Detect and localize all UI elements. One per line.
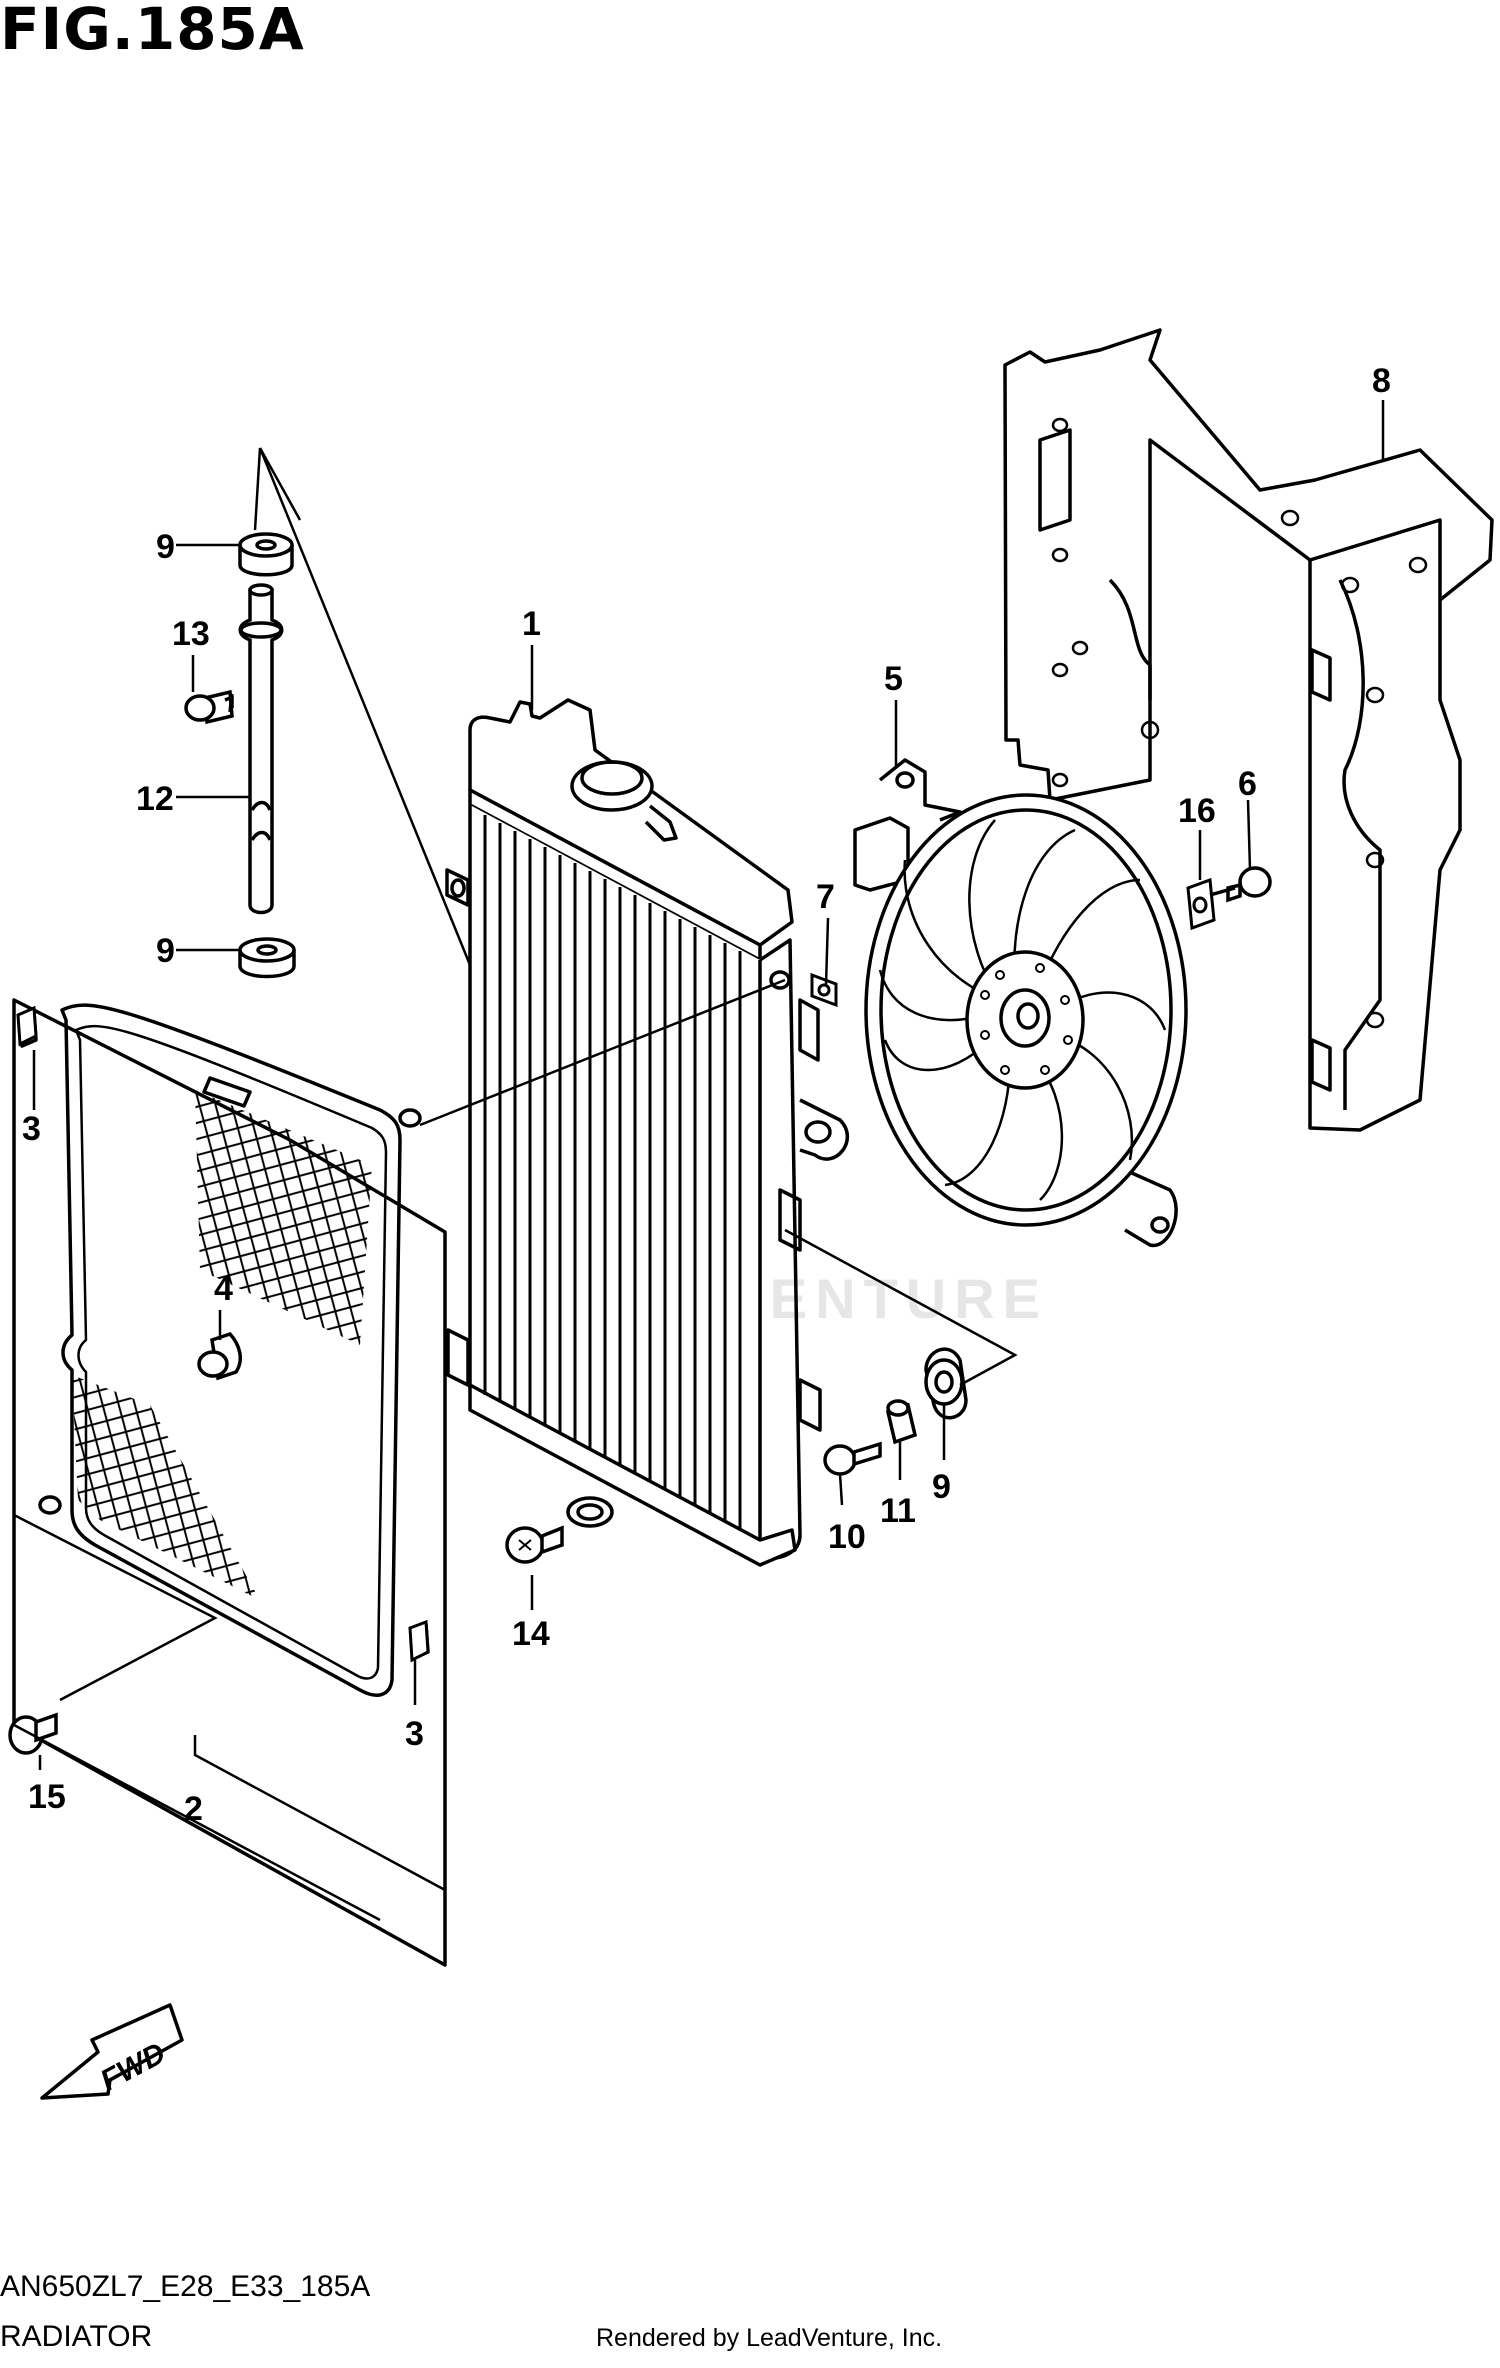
leader-lines bbox=[13, 400, 1385, 1922]
callout-8: 8 bbox=[1372, 362, 1391, 400]
grommet-9-right bbox=[924, 1347, 968, 1420]
bolt-6 bbox=[1209, 866, 1272, 903]
model-code: AN650ZL7_E28_E33_185A bbox=[0, 2270, 371, 2303]
mounting-pin bbox=[238, 583, 284, 915]
callout-14: 14 bbox=[512, 1615, 550, 1653]
cushion-4 bbox=[197, 1331, 242, 1381]
callout-12: 12 bbox=[136, 780, 174, 818]
callout-15: 15 bbox=[28, 1778, 66, 1816]
callout-9-bottom: 9 bbox=[156, 932, 175, 970]
fan-shroud-bracket bbox=[1003, 328, 1494, 1132]
screw-15 bbox=[8, 1712, 58, 1755]
rendered-by-credit: Rendered by LeadVenture, Inc. bbox=[596, 2324, 943, 2352]
callout-4: 4 bbox=[214, 1270, 233, 1308]
collar-11 bbox=[885, 1399, 918, 1445]
callout-5: 5 bbox=[884, 660, 903, 698]
bolt-10 bbox=[823, 1441, 882, 1476]
fwd-arrow-icon: FWD bbox=[40, 2003, 184, 2100]
grommet-9-top bbox=[238, 532, 294, 577]
callout-7: 7 bbox=[816, 878, 835, 916]
callout-3-right: 3 bbox=[405, 1715, 424, 1753]
cooling-fan bbox=[853, 758, 1188, 1247]
callout-13: 13 bbox=[172, 615, 210, 653]
callout-1: 1 bbox=[522, 605, 541, 643]
clip-7 bbox=[810, 972, 838, 1008]
callout-9-top: 9 bbox=[156, 528, 175, 566]
callout-11: 11 bbox=[880, 1492, 916, 1530]
callout-2: 2 bbox=[184, 1790, 203, 1828]
callout-10: 10 bbox=[828, 1518, 866, 1556]
clip-3-right bbox=[408, 1619, 430, 1663]
callout-3-left: 3 bbox=[22, 1110, 41, 1148]
callout-16: 16 bbox=[1178, 792, 1216, 830]
bolt-13 bbox=[184, 689, 234, 725]
nut-16 bbox=[1186, 877, 1216, 931]
callout-labels: 1 2 3 3 4 5 6 7 8 9 9 9 10 11 12 13 14 1… bbox=[22, 362, 1391, 1828]
clip-3-left bbox=[16, 1005, 38, 1047]
grommet-9-bottom bbox=[238, 937, 296, 979]
callout-6: 6 bbox=[1238, 765, 1257, 803]
section-name: RADIATOR bbox=[0, 2320, 153, 2353]
radiator-guard bbox=[12, 998, 447, 1967]
bolt-14 bbox=[505, 1525, 564, 1564]
radiator bbox=[445, 698, 849, 1567]
callout-9-right: 9 bbox=[932, 1468, 951, 1506]
figure-title: FIG.185A bbox=[0, 0, 305, 63]
